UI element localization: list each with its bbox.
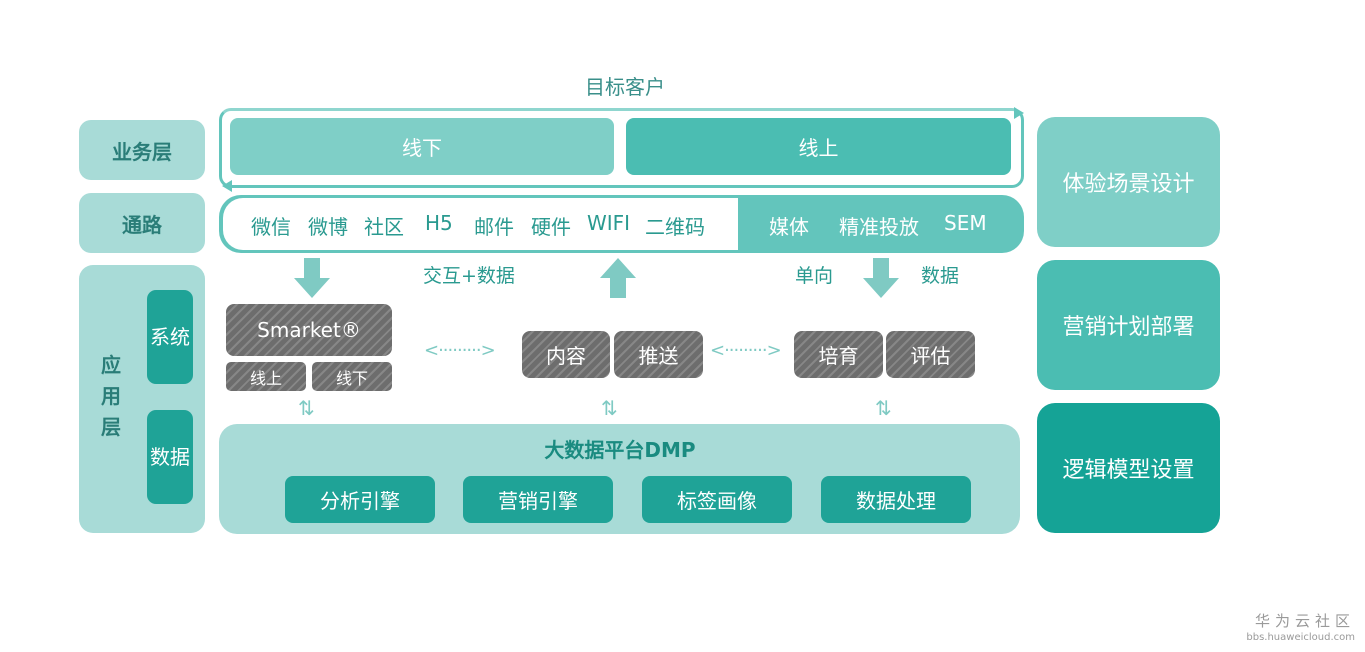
up-down-arrows-icon: ⇅ bbox=[875, 396, 892, 420]
layer-label-business: 业务层 bbox=[79, 120, 205, 180]
channel-email: 邮件 bbox=[474, 215, 514, 239]
business-offline: 线下 bbox=[230, 118, 614, 175]
channel-owned-area bbox=[223, 198, 738, 250]
arrow-down-icon bbox=[294, 258, 330, 298]
app-sub-data: 数据 bbox=[147, 410, 193, 504]
side-marketing-plan: 营销计划部署 bbox=[1037, 260, 1220, 390]
cycle-arrow-right-icon bbox=[1014, 107, 1024, 119]
channel-h5: H5 bbox=[425, 211, 453, 235]
module-push: 推送 bbox=[614, 331, 703, 378]
module-content: 内容 bbox=[522, 331, 610, 378]
cycle-arrow-left-icon bbox=[222, 180, 232, 192]
channel-media: 媒体 bbox=[769, 215, 809, 239]
business-online: 线上 bbox=[626, 118, 1011, 175]
side-experience-design: 体验场景设计 bbox=[1037, 117, 1220, 247]
watermark-brand: 华为云社区 bbox=[1254, 612, 1355, 630]
channel-sem: SEM bbox=[944, 211, 987, 235]
smarket-box: Smarket® bbox=[226, 304, 392, 356]
app-sub-system: 系统 bbox=[147, 290, 193, 384]
side-logic-model: 逻辑模型设置 bbox=[1037, 403, 1220, 533]
channel-weibo: 微博 bbox=[308, 215, 348, 239]
channel-community: 社区 bbox=[364, 215, 404, 239]
arrow-up-icon bbox=[600, 258, 636, 298]
dmp-tag-profile: 标签画像 bbox=[642, 476, 792, 523]
channel-precise-delivery: 精准投放 bbox=[839, 215, 919, 239]
module-nurture: 培育 bbox=[794, 331, 883, 378]
diagram-title: 目标客户 bbox=[585, 74, 665, 99]
flow-label-one-way: 单向 bbox=[795, 265, 834, 287]
dmp-data-processing: 数据处理 bbox=[821, 476, 971, 523]
channel-wechat: 微信 bbox=[251, 215, 291, 239]
layer-label-channel: 通路 bbox=[79, 193, 205, 253]
module-evaluate: 评估 bbox=[886, 331, 975, 378]
up-down-arrows-icon: ⇅ bbox=[298, 396, 315, 420]
layer-label-application: 应用层 bbox=[101, 353, 121, 439]
up-down-arrows-icon: ⇅ bbox=[601, 396, 618, 420]
flow-label-interaction: 交互+数据 bbox=[423, 265, 515, 287]
arrow-down-icon bbox=[863, 258, 899, 298]
flow-label-data: 数据 bbox=[921, 265, 960, 287]
smarket-offline: 线下 bbox=[312, 362, 392, 391]
dashed-left-right-arrow-icon: <·········> bbox=[710, 340, 782, 361]
business-layer-frame bbox=[219, 108, 1024, 188]
channel-wifi: WIFI bbox=[587, 211, 631, 235]
watermark-url: bbs.huaweicloud.com bbox=[1246, 632, 1355, 643]
channel-hardware: 硬件 bbox=[531, 215, 571, 239]
channel-qrcode: 二维码 bbox=[645, 215, 705, 239]
dmp-marketing-engine: 营销引擎 bbox=[463, 476, 613, 523]
smarket-online: 线上 bbox=[226, 362, 306, 391]
dmp-analysis-engine: 分析引擎 bbox=[285, 476, 435, 523]
dmp-title: 大数据平台DMP bbox=[544, 437, 696, 462]
dashed-left-right-arrow-icon: <·········> bbox=[424, 340, 496, 361]
